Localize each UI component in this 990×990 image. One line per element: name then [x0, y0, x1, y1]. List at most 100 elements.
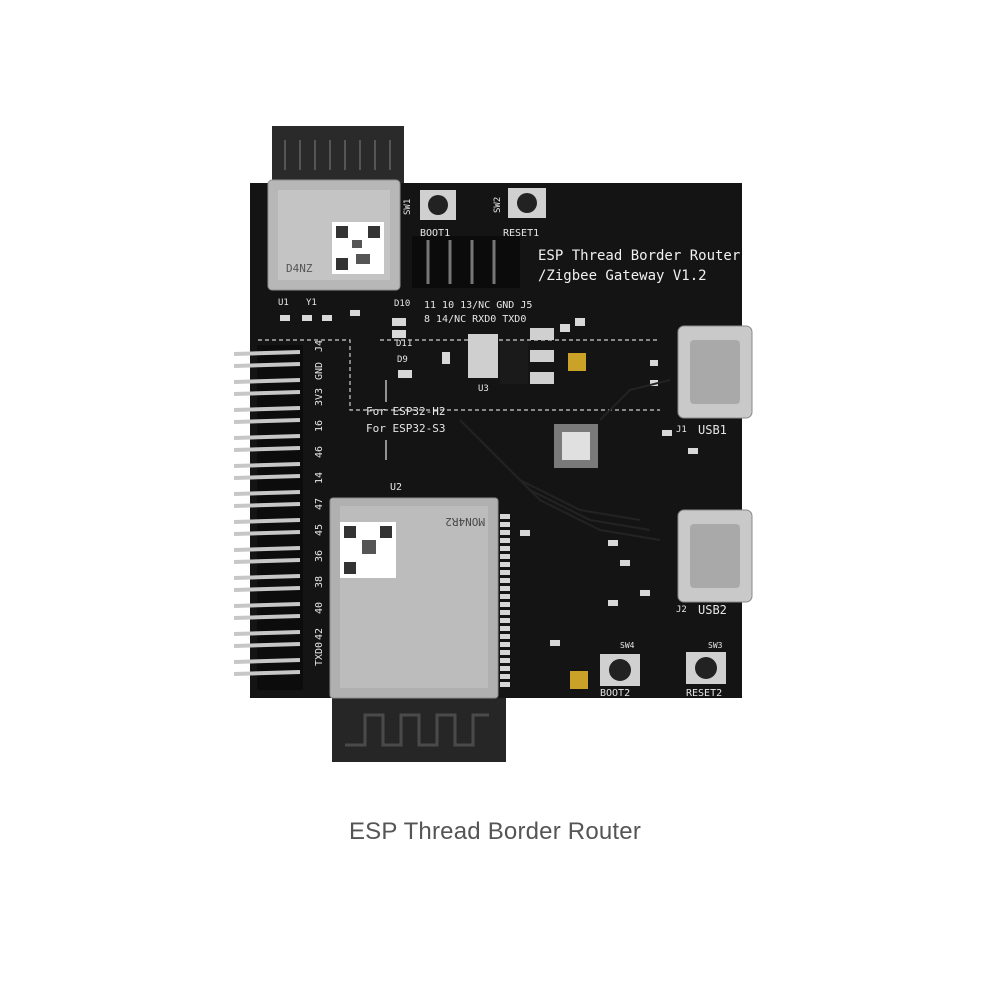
- module-pin: [500, 554, 510, 559]
- usb2-port: [677, 509, 753, 603]
- module-pin: [500, 530, 510, 535]
- header-pin: [233, 462, 301, 468]
- module-pin: [500, 618, 510, 623]
- module-pin: [500, 562, 510, 567]
- label-sw3: SW3: [708, 641, 723, 650]
- module-pin: [500, 674, 510, 679]
- j4-pin-label: 38: [314, 576, 325, 588]
- button-sw1: [420, 190, 456, 220]
- header-pin: [233, 502, 301, 508]
- product-photo: D4NZ SW1 SW2 BOOT1 RESET1 11 10 13/NC GN…: [233, 126, 753, 762]
- label-reset1: RESET1: [503, 228, 539, 239]
- header-pin: [233, 630, 301, 636]
- label-j1: J1: [676, 425, 687, 435]
- j4-pin-label: 14: [314, 472, 325, 484]
- label-d9: D9: [397, 355, 408, 365]
- j4-pin-label: TXD0: [314, 642, 325, 666]
- header-pin: [233, 490, 301, 496]
- label-d11: D11: [396, 339, 412, 349]
- label-d10: D10: [394, 299, 410, 309]
- top-antenna-trace: [284, 140, 391, 170]
- label-sw4: SW4: [620, 641, 635, 650]
- header-pin: [233, 378, 301, 384]
- top-module-marking: D4NZ: [286, 262, 313, 275]
- header-pin: [233, 558, 301, 564]
- label-boot2: BOOT2: [600, 688, 630, 699]
- product-caption: ESP Thread Border Router: [348, 818, 642, 845]
- regulator-u3: [468, 328, 554, 384]
- label-boot1: BOOT1: [420, 228, 450, 239]
- button-sw4: [600, 654, 640, 686]
- header-pin: [233, 574, 301, 580]
- gold-pad-bottom: [570, 671, 588, 689]
- label-sw2: SW2: [493, 197, 503, 213]
- label-j5-top: 11 10 13/NC GND J5: [424, 300, 532, 311]
- label-j2: J2: [676, 605, 687, 615]
- top-module-qr: [332, 222, 384, 274]
- pin-header-j4: [257, 345, 303, 690]
- header-pin: [233, 530, 301, 536]
- header-pin: [233, 518, 301, 524]
- j4-pin-label: 47: [314, 498, 325, 510]
- module-pin: [500, 514, 510, 519]
- label-j5-bottom: 8 14/NC RXD0 TXD0: [424, 314, 526, 325]
- header-pin: [233, 614, 301, 620]
- module-pin: [500, 546, 510, 551]
- header-pin: [233, 658, 301, 664]
- button-sw3: [686, 652, 726, 684]
- j4-pin-label: 3V3: [314, 388, 325, 406]
- pcb-traces: [459, 379, 671, 541]
- j4-pin-label: 40: [314, 602, 325, 614]
- header-pin: [233, 390, 301, 396]
- header-pin: [233, 406, 301, 412]
- header-pin: [233, 362, 301, 368]
- pin-header-j5: [412, 236, 520, 288]
- module-pin: [500, 626, 510, 631]
- label-u1: U1: [278, 298, 289, 308]
- module-pin: [500, 610, 510, 615]
- usb1-port: [677, 325, 753, 419]
- module-pin: [500, 658, 510, 663]
- module-pin: [500, 538, 510, 543]
- board-title-line2: /Zigbee Gateway V1.2: [538, 268, 707, 284]
- j4-pin-label: 46: [314, 446, 325, 458]
- board-title-line1: ESP Thread Border Router: [538, 248, 740, 264]
- j4-pin-label: 36: [314, 550, 325, 562]
- header-pin: [233, 586, 301, 592]
- j4-pins: [233, 350, 301, 676]
- usb-bridge-chip: [554, 424, 598, 468]
- header-pin: [233, 670, 301, 676]
- header-pin: [233, 434, 301, 440]
- label-j4: J4: [314, 340, 325, 352]
- button-sw2: [508, 188, 546, 218]
- label-y1: Y1: [306, 298, 317, 308]
- j4-pin-label: 16: [314, 420, 325, 432]
- label-reset2: RESET2: [686, 688, 722, 699]
- label-usb1: USB1: [698, 423, 727, 437]
- top-module-antenna: [272, 126, 404, 188]
- label-u3: U3: [478, 384, 489, 394]
- header-pin: [233, 602, 301, 608]
- j4-pin-label: 42: [314, 628, 325, 640]
- label-for-h2: For ESP32-H2: [366, 405, 445, 418]
- module-pin: [500, 650, 510, 655]
- module-pin: [500, 594, 510, 599]
- module-pin: [500, 682, 510, 687]
- header-pin: [233, 546, 301, 552]
- module-pin: [500, 522, 510, 527]
- label-u2: U2: [390, 482, 402, 493]
- header-pin: [233, 642, 301, 648]
- label-for-s3: For ESP32-S3: [366, 422, 445, 435]
- label-sw1: SW1: [403, 199, 413, 215]
- header-pin: [233, 350, 301, 356]
- module-pin: [500, 578, 510, 583]
- smd-components: [280, 310, 698, 646]
- header-pin: [233, 418, 301, 424]
- module-pin: [500, 666, 510, 671]
- main-module-pins: [500, 514, 510, 687]
- header-pin: [233, 474, 301, 480]
- module-pin: [500, 642, 510, 647]
- j4-pin-label: GND: [314, 362, 325, 380]
- main-esp32-module: [329, 497, 499, 699]
